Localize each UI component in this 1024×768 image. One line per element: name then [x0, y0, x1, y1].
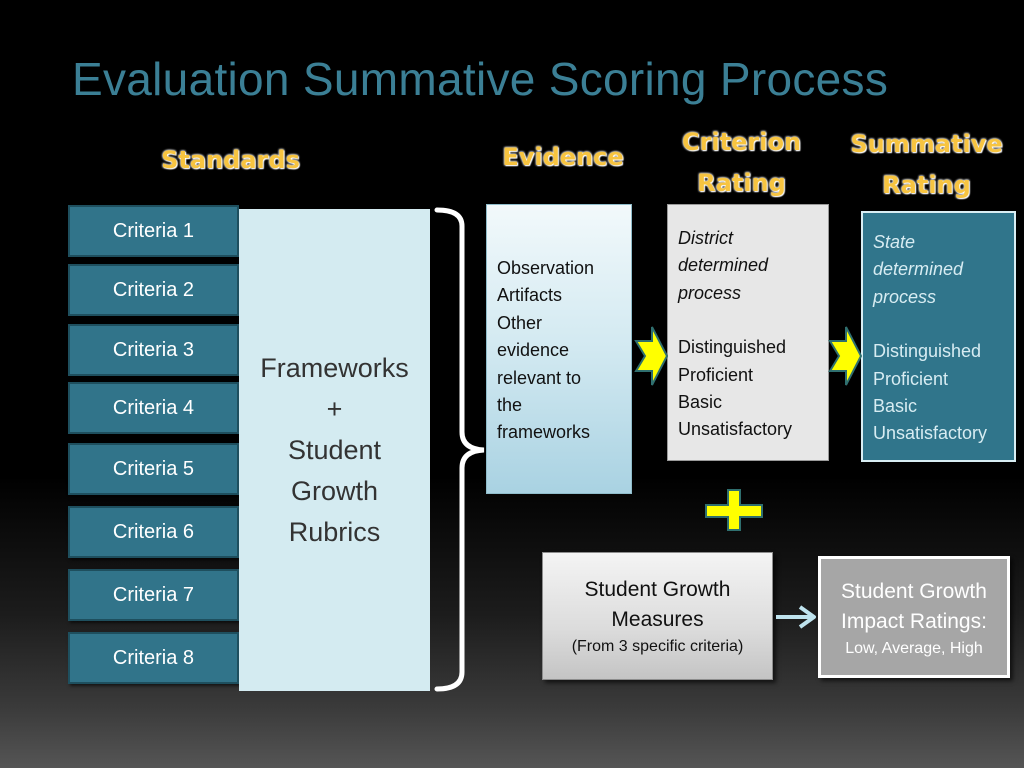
summative-process-line-2: determined — [873, 259, 964, 280]
criteria-box-4: Criteria 4 — [68, 382, 239, 434]
evidence-line-3: Other — [497, 312, 543, 333]
student-growth-impact-line-2: Impact Ratings: — [841, 610, 987, 633]
criteria-box-7: Criteria 7 — [68, 569, 239, 621]
evidence-line-4: evidence — [497, 340, 570, 361]
connector-arrow-icon — [776, 605, 816, 629]
frameworks-line-2: + — [326, 393, 343, 424]
summative-rating-header: Summative Rating — [844, 124, 1009, 206]
criterion-level-unsatisfactory: Unsatisfactory — [678, 419, 793, 440]
student-growth-measures-line-1: Student Growth — [584, 578, 731, 601]
frameworks-line-5: Rubrics — [288, 516, 381, 547]
summative-rating-header-line-1: Summative — [850, 130, 1003, 158]
summative-process-line-1: State — [873, 232, 916, 252]
criterion-rating-header-line-2: Rating — [697, 169, 786, 197]
summative-level-distinguished: Distinguished — [873, 341, 982, 362]
criterion-rating-header: Criterion Rating — [664, 122, 819, 204]
criteria-box-5: Criteria 5 — [68, 443, 239, 495]
plus-icon — [705, 489, 763, 531]
evidence-line-1: Observation — [497, 258, 595, 278]
criteria-box-6: Criteria 6 — [68, 506, 239, 558]
summative-rating-box: State determined process Distinguished P… — [861, 211, 1016, 462]
evidence-box: Observation Artifacts Other evidence rel… — [486, 204, 632, 494]
criterion-rating-box: District determined process Distinguishe… — [667, 204, 829, 461]
page-title: Evaluation Summative Scoring Process — [72, 53, 889, 105]
criterion-level-proficient: Proficient — [678, 364, 754, 385]
evidence-line-5: relevant to — [497, 367, 582, 388]
criterion-process-line-1: District — [678, 228, 733, 248]
student-growth-impact-note: Low, Average, High — [845, 640, 983, 657]
evidence-line-7: frameworks — [497, 422, 591, 443]
frameworks-line-3: Student — [287, 434, 382, 465]
criterion-level-distinguished: Distinguished — [678, 337, 787, 358]
arrow-right-icon — [634, 326, 669, 386]
summative-level-basic: Basic — [873, 396, 918, 417]
evidence-line-2: Artifacts — [497, 285, 563, 306]
criteria-box-8: Criteria 8 — [68, 632, 239, 684]
standards-header: Standards — [161, 146, 300, 174]
criterion-process-line-2: determined — [678, 255, 769, 276]
criterion-rating-header-line-1: Criterion — [681, 128, 802, 156]
criteria-box-3: Criteria 3 — [68, 324, 239, 376]
criterion-process-line-3: process — [678, 282, 742, 303]
arrow-right-icon — [828, 326, 863, 386]
criteria-box-1: Criteria 1 — [68, 205, 239, 257]
frameworks-line-4: Growth — [290, 475, 379, 506]
student-growth-impact-box: Student Growth Impact Ratings: Low, Aver… — [818, 556, 1010, 678]
student-growth-measures-box: Student Growth Measures (From 3 specific… — [542, 552, 773, 680]
evidence-line-6: the — [497, 395, 523, 416]
summative-level-unsatisfactory: Unsatisfactory — [873, 423, 988, 444]
student-growth-impact-line-1: Student Growth — [841, 580, 987, 603]
student-growth-measures-line-2: Measures — [611, 608, 704, 631]
evidence-header: Evidence — [502, 143, 624, 171]
summative-rating-header-line-2: Rating — [882, 171, 971, 199]
criterion-level-basic: Basic — [678, 392, 723, 413]
student-growth-measures-note: (From 3 specific criteria) — [571, 638, 744, 655]
right-brace-icon — [434, 207, 485, 692]
summative-level-proficient: Proficient — [873, 368, 949, 389]
frameworks-line-1: Frameworks — [260, 352, 409, 383]
criteria-box-2: Criteria 2 — [68, 264, 239, 316]
summative-process-line-3: process — [873, 286, 937, 307]
frameworks-box: Frameworks + Student Growth Rubrics — [239, 209, 430, 691]
